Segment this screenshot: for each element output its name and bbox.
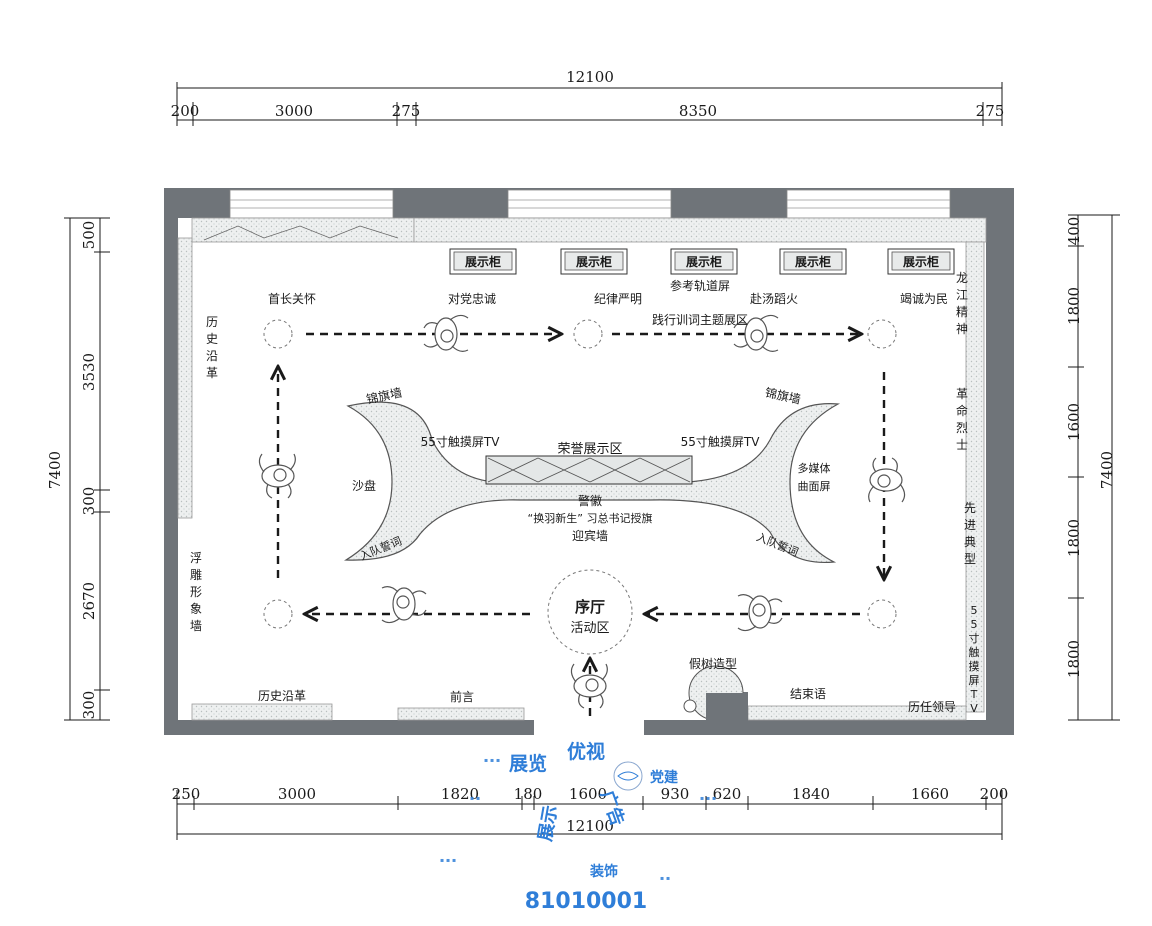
label-huodong: 活动区 [570, 621, 609, 636]
label-jilv: 纪律严明 [594, 292, 642, 306]
label-lishi-left: 历史沿革 [206, 315, 218, 380]
tour-stops [263, 319, 897, 629]
svg-text:▪ ▪ ▪: ▪ ▪ ▪ [440, 857, 456, 864]
label-fudiao: 浮雕形象墙 [190, 551, 202, 633]
watermark-zhuangshi: 装饰 [589, 863, 618, 880]
watermark-phone: 81010001 [525, 889, 647, 914]
watermark-dangjian: 党建 [650, 769, 678, 786]
dimension-left: 7400 500 3530 300 2670 300 [46, 217, 110, 721]
label-huanyu: “换羽新生” 习总书记授旗 [528, 511, 653, 525]
dim-bottom-seg-3: 1820 [441, 785, 479, 803]
svg-text:▪ ▪: ▪ ▪ [470, 795, 480, 802]
label-shouzhang: 首长关怀 [268, 292, 316, 306]
label-liren: 历任领导 [908, 700, 956, 714]
fake-tree [683, 665, 748, 721]
dim-right-seg-3: 1600 [1065, 403, 1083, 441]
dim-left-seg-4: 2670 [80, 582, 98, 620]
label-qumianping: 曲面屏 [798, 480, 831, 493]
dim-bottom-seg-9: 1660 [911, 785, 949, 803]
dim-bottom-seg-1: 250 [172, 785, 201, 803]
label-jieshu: 结束语 [790, 687, 826, 701]
label-shapan: 沙盘 [352, 478, 376, 493]
label-yingbin: 迎宾墙 [572, 528, 608, 543]
label-rongyu: 荣誉展示区 [557, 442, 622, 457]
cabinet-label: 展示柜 [795, 254, 831, 269]
label-lishi-bottom: 历史沿革 [258, 689, 306, 703]
label-xuting: 序厅 [575, 598, 605, 616]
label-jinqi-right: 锦旗墙 [764, 385, 802, 407]
dim-right-seg-2: 1800 [1065, 287, 1083, 325]
dim-top-seg-3: 275 [392, 102, 421, 120]
label-jieshe: 竭诚为民 [900, 292, 948, 306]
dim-bottom-seg-6: 930 [661, 785, 690, 803]
dim-top-seg-2: 3000 [275, 102, 313, 120]
dim-top-seg-1: 200 [171, 102, 200, 120]
label-cankao: 参考轨道屏 [670, 278, 730, 293]
dim-bottom-seg-2: 3000 [278, 785, 316, 803]
dim-right-seg-4: 1800 [1065, 519, 1083, 557]
label-jinqi-left: 锦旗墙 [365, 385, 403, 407]
label-tv-left: 55寸触摸屏TV [421, 435, 501, 449]
label-qianyan: 前言 [450, 689, 474, 704]
label-geming: 革命烈士 [956, 387, 968, 452]
dimension-right: 400 1800 1600 1800 1800 7400 [1065, 214, 1120, 721]
dim-bottom-seg-10: 200 [980, 785, 1009, 803]
watermark-seal: ▪ ▪ ▪ ▪ ▪ ▪ ▪ ▪ ▪ ▪ ▪ ▪ ▪ 展览 优视 党建 展示 广告… [440, 740, 716, 914]
watermark-youshi: 优视 [567, 740, 605, 763]
dimension-top: 12100 200 3000 275 8350 275 [171, 68, 1005, 126]
dim-right-seg-1: 400 [1065, 217, 1083, 246]
watermark-zhanshi: 展示 [535, 804, 562, 843]
dim-left-seg-2: 3530 [80, 353, 98, 391]
dim-bottom-seg-8: 1840 [792, 785, 830, 803]
cabinet-label: 展示柜 [465, 254, 501, 269]
dim-left-seg-5: 300 [80, 691, 98, 720]
svg-text:▪ ▪: ▪ ▪ [660, 875, 670, 882]
dim-left-total: 7400 [46, 451, 64, 489]
label-futang: 赴汤蹈火 [750, 292, 798, 306]
svg-text:▪ ▪ ▪: ▪ ▪ ▪ [484, 757, 500, 764]
dim-top-total: 12100 [566, 68, 614, 86]
display-cabinets [449, 248, 955, 275]
dim-bottom-total: 12100 [566, 817, 614, 835]
label-duidang: 对党忠诚 [448, 291, 496, 306]
dim-top-seg-4: 8350 [679, 102, 717, 120]
dim-bottom-seg-4: 180 [514, 785, 543, 803]
display-strips [177, 217, 987, 721]
cabinet-label: 展示柜 [903, 254, 939, 269]
dim-left-seg-1: 500 [80, 221, 98, 250]
label-duomeiti: 多媒体 [798, 461, 831, 475]
label-jinghui: 警徽 [578, 493, 602, 508]
label-jianxing: 践行训词主题展区 [652, 313, 748, 327]
dim-left-seg-3: 300 [80, 487, 98, 516]
label-tv-right: 55寸触摸屏TV [681, 435, 761, 449]
dim-bottom-seg-7: 620 [713, 785, 742, 803]
label-longjiang: 龙江精神 [956, 271, 968, 336]
dimension-bottom: 250 3000 1820 180 1600 930 620 1840 1660… [172, 785, 1009, 840]
label-xianjin: 先进典型 [964, 501, 976, 566]
watermark-zhanlan: 展览 [509, 752, 547, 775]
dim-bottom-seg-5: 1600 [569, 785, 607, 803]
dim-top-seg-5: 275 [976, 102, 1005, 120]
label-jiashu: 假树造型 [689, 656, 737, 671]
lobby-circle [547, 569, 633, 655]
honor-wall [343, 401, 841, 564]
cabinet-label: 展示柜 [576, 254, 612, 269]
dim-right-seg-5: 1800 [1065, 640, 1083, 678]
cabinet-label: 展示柜 [686, 254, 722, 269]
dim-right-total: 7400 [1098, 451, 1116, 489]
svg-text:▪ ▪ ▪: ▪ ▪ ▪ [700, 795, 716, 802]
